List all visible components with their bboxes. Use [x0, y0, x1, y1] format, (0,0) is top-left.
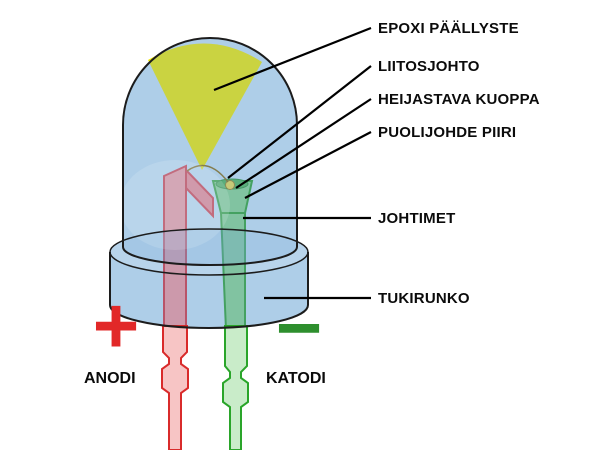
minus-sign: − [276, 283, 323, 372]
callout-line-epoxy [213, 26, 372, 92]
flange-top-rim-fill [110, 229, 308, 275]
bond-wire-arc [186, 164, 229, 183]
dome-highlight [120, 160, 230, 250]
semiconductor-die-chip [225, 180, 235, 190]
cathode-lead-external [222, 325, 249, 450]
flange-glass-tint [110, 229, 308, 328]
callout-line-bond-wire [227, 65, 372, 179]
callout-line-die [244, 131, 372, 199]
callout-label-reflector: HEIJASTAVA KUOPPA [378, 91, 540, 108]
callout-label-epoxy: EPOXI PÄÄLLYSTE [378, 20, 519, 37]
flange-outline [109, 252, 309, 329]
callout-line-reflector [235, 98, 372, 189]
light-cone [148, 43, 262, 170]
flange-top-rim [109, 228, 309, 276]
callout-label-die: PUOLIJOHDE PIIRI [378, 124, 516, 141]
anode-post-flag [185, 167, 214, 219]
anode-lead-external [161, 325, 189, 450]
anode-label: ANODI [84, 370, 136, 387]
callout-label-bond-wire: LIITOSJOHTO [378, 58, 480, 75]
callout-label-leads: JOHTIMET [378, 210, 455, 227]
dome-glass-tint [123, 38, 297, 265]
cathode-label: KATODI [266, 370, 326, 387]
callout-label-frame: TUKIRUNKO [378, 290, 470, 307]
plus-sign: + [93, 281, 140, 370]
